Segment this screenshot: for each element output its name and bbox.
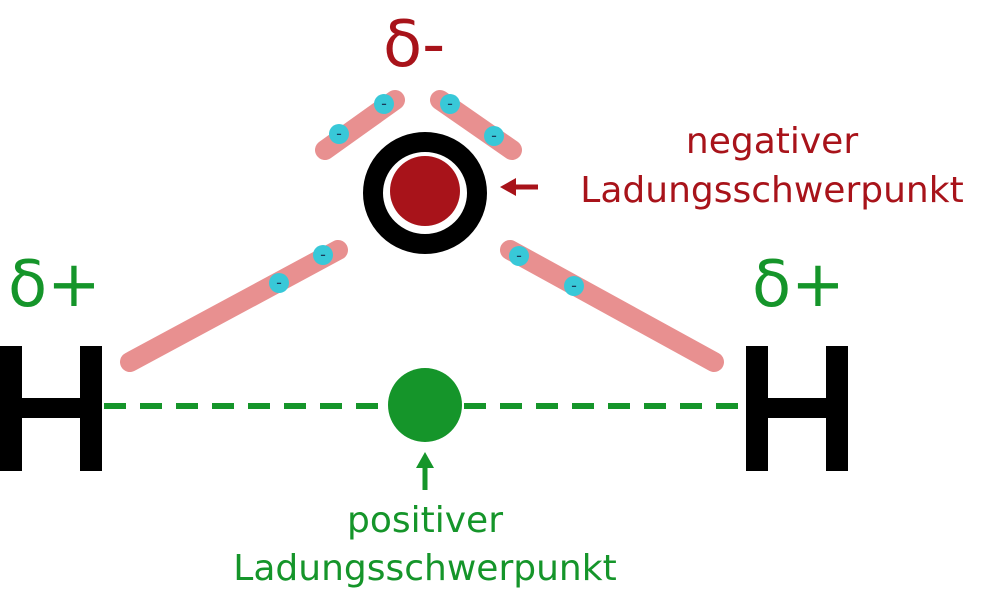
svg-text:-: - <box>447 94 453 113</box>
svg-text:-: - <box>571 276 577 295</box>
positive-charge-center <box>388 368 462 442</box>
positive-center-label-line2: Ladungsschwerpunkt <box>233 548 616 589</box>
electron-marker: - <box>440 94 460 114</box>
negative-charge-center <box>390 156 460 226</box>
svg-text:-: - <box>381 94 387 113</box>
svg-text:-: - <box>276 273 282 292</box>
positive-center-arrow <box>416 452 434 490</box>
electron-marker: - <box>313 245 333 265</box>
bond-left <box>120 240 348 372</box>
oxygen-partial-charge: δ- <box>383 8 445 82</box>
electron-marker: - <box>484 126 504 146</box>
hydrogen-atom-right <box>746 346 848 471</box>
negative-center-label-line2: Ladungsschwerpunkt <box>580 170 963 211</box>
svg-text:-: - <box>336 124 342 143</box>
hydrogen-left-partial-charge: δ+ <box>8 248 101 322</box>
svg-text:-: - <box>491 126 497 145</box>
hydrogen-right-partial-charge: δ+ <box>752 248 845 322</box>
svg-text:-: - <box>516 246 522 265</box>
electron-marker: - <box>329 124 349 144</box>
svg-text:-: - <box>320 245 326 264</box>
hydrogen-atom-left <box>0 346 102 471</box>
negative-center-arrow <box>500 178 538 196</box>
negative-center-label-line1: negativer <box>686 121 858 162</box>
electron-marker: - <box>374 94 394 114</box>
positive-center-label-line1: positiver <box>347 500 503 541</box>
electron-marker: - <box>269 273 289 293</box>
bond-right <box>500 240 724 372</box>
electron-marker: - <box>564 276 584 296</box>
oxygen-atom <box>363 132 487 254</box>
electron-marker: - <box>509 246 529 266</box>
